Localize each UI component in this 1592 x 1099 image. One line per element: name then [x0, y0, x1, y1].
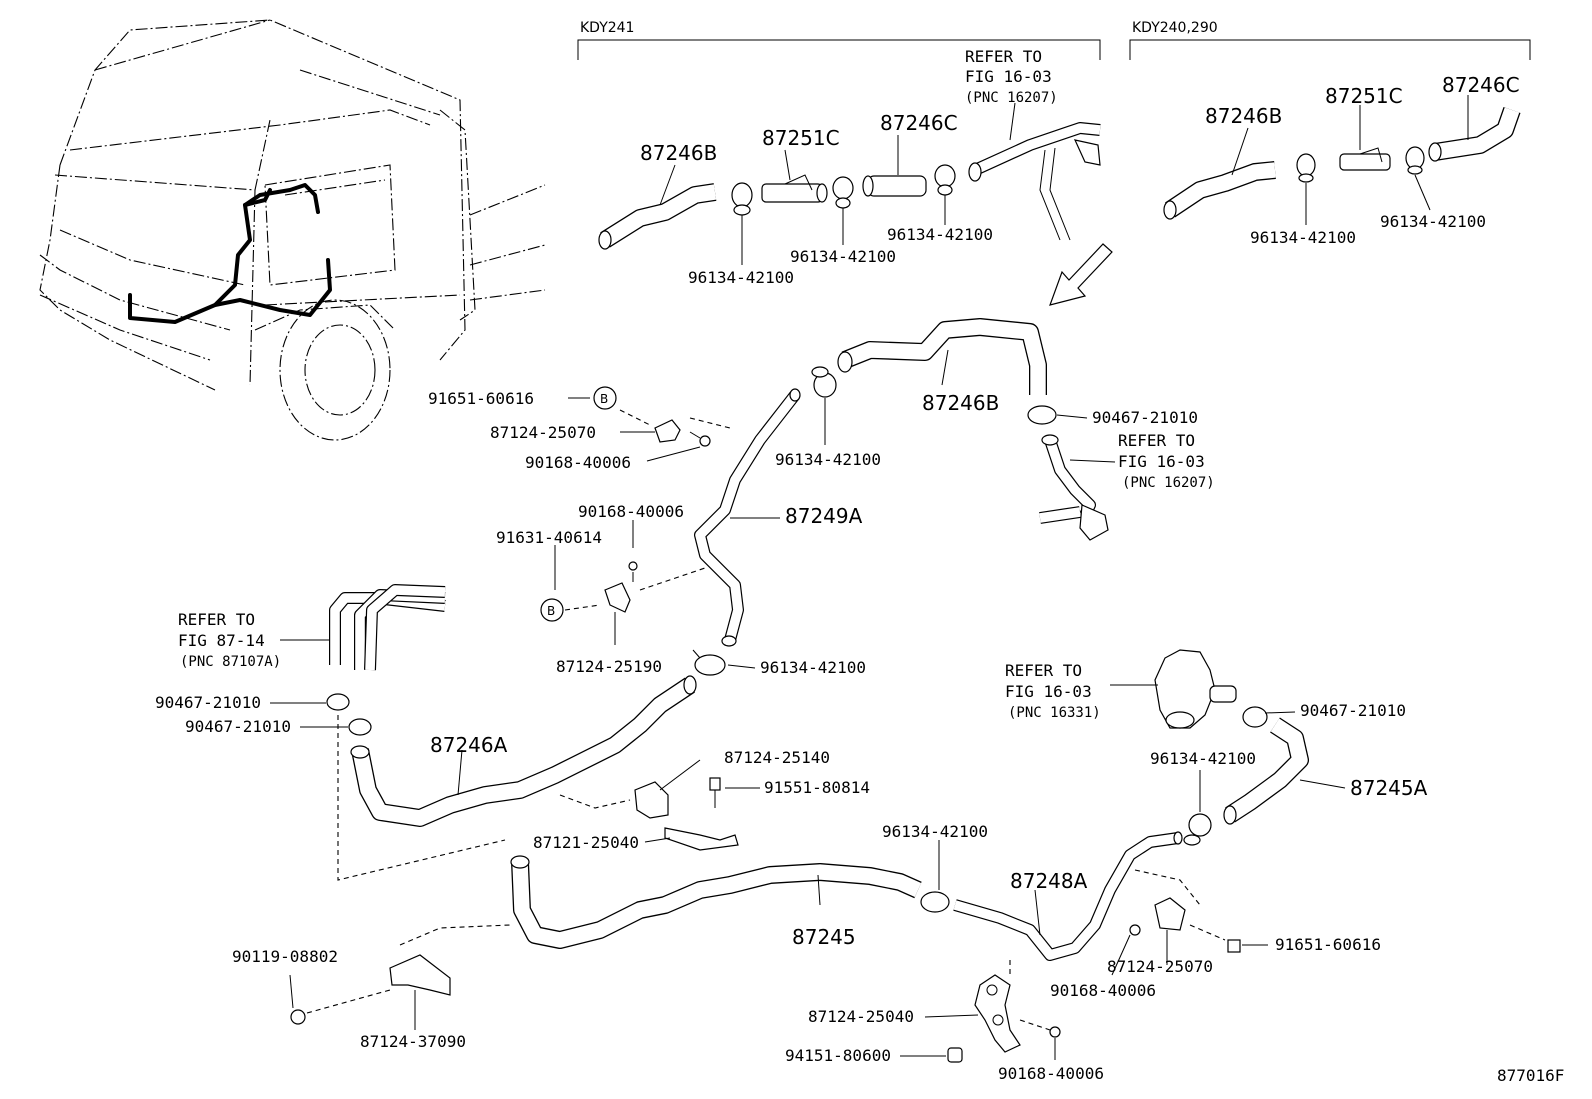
refer-3-line2: FIG 87-14: [178, 631, 265, 650]
hose-87246a: [350, 675, 760, 851]
label-90467-21010-l2: 90467-21010: [185, 717, 291, 736]
label-87245a: 87245A: [1350, 776, 1428, 800]
label-91651-60616-m: 91651-60616: [428, 389, 534, 408]
label-96134-42100-a3: 96134-42100: [887, 225, 993, 244]
label-87246b-m: 87246B: [922, 391, 999, 415]
label-87246a: 87246A: [430, 733, 508, 757]
label-96134-42100-o: 96134-42100: [882, 822, 988, 841]
label-87124-25070-m: 87124-25070: [490, 423, 596, 442]
label-96134-42100-b2: 96134-42100: [1380, 212, 1486, 231]
label-87121-25040: 87121-25040: [533, 833, 639, 852]
figure-code: 877016F: [1497, 1066, 1564, 1085]
label-87124-25140: 87124-25140: [724, 748, 830, 767]
label-90467-21010-r: 90467-21010: [1300, 701, 1406, 720]
callout-b-upper: B: [593, 386, 617, 410]
label-87246c-a: 87246C: [880, 111, 958, 135]
label-90467-21010-l1: 90467-21010: [155, 693, 261, 712]
label-87246b-a: 87246B: [640, 141, 717, 165]
label-91551-80814: 91551-80814: [764, 778, 870, 797]
model-headers: KDY241 KDY240,290: [577, 20, 1531, 60]
label-87248a: 87248A: [1010, 869, 1088, 893]
label-90168-40006-m2: 90168-40006: [578, 502, 684, 521]
refer-1-line1: REFER TO: [965, 47, 1042, 66]
label-87124-25070-o: 87124-25070: [1107, 957, 1213, 976]
refer-2-line3: (PNC 16207): [1122, 475, 1215, 491]
labels-bottom: 96134-42100 87248A 87245 90119-08802 871…: [232, 822, 1381, 1083]
label-96134-42100-a2: 96134-42100: [790, 247, 896, 266]
labels-top-kdy241: 87246B 87251C 87246C 96134-42100 96134-4…: [640, 47, 1058, 287]
label-96134-42100-m1: 96134-42100: [775, 450, 881, 469]
right-group: [1110, 649, 1346, 846]
label-87245: 87245: [792, 925, 856, 949]
label-96134-42100-m2: 96134-42100: [760, 658, 866, 677]
refer-4-line3: (PNC 16331): [1008, 705, 1101, 721]
refer-2-line1: REFER TO: [1118, 431, 1195, 450]
callout-b-lower-text: B: [547, 604, 555, 618]
label-87249a: 87249A: [785, 504, 863, 528]
labels-top-kdy240: 87246B 87251C 87246C 96134-42100 96134-4…: [1205, 73, 1520, 247]
label-87251c-b: 87251C: [1325, 84, 1403, 108]
labels-left: REFER TO FIG 87-14 (PNC 87107A) 90467-21…: [155, 610, 870, 852]
refer-1-line2: FIG 16-03: [965, 67, 1052, 86]
direction-arrow: [1049, 243, 1113, 306]
labels-right: REFER TO FIG 16-03 (PNC 16331) 90467-210…: [1005, 661, 1428, 800]
label-90119-08802: 90119-08802: [232, 947, 338, 966]
label-87246b-b: 87246B: [1205, 104, 1282, 128]
label-90168-40006-o2: 90168-40006: [1050, 981, 1156, 1000]
label-96134-42100-a1: 96134-42100: [688, 268, 794, 287]
refer-2-line2: FIG 16-03: [1118, 452, 1205, 471]
label-90467-21010-m: 90467-21010: [1092, 408, 1198, 427]
label-87246c-b: 87246C: [1442, 73, 1520, 97]
heater-pipes-left: [270, 584, 506, 881]
refer-1-line3: (PNC 16207): [965, 90, 1058, 106]
label-96134-42100-b1: 96134-42100: [1250, 228, 1356, 247]
callout-b-lower: B: [540, 598, 564, 622]
bottom-hoses: [289, 831, 1268, 1063]
callout-b-upper-text: B: [600, 392, 608, 406]
label-90168-40006-o1: 90168-40006: [998, 1064, 1104, 1083]
label-94151-80600: 94151-80600: [785, 1046, 891, 1065]
label-96134-42100-r: 96134-42100: [1150, 749, 1256, 768]
label-87124-25190: 87124-25190: [556, 657, 662, 676]
refer-4-line2: FIG 16-03: [1005, 682, 1092, 701]
label-87251c-a: 87251C: [762, 126, 840, 150]
kdy241-top-group: [598, 102, 1101, 265]
middle-group: [554, 318, 1116, 676]
labels-middle: 87246B 96134-42100 90467-21010 REFER TO …: [428, 389, 1215, 677]
label-87124-25040-o: 87124-25040: [808, 1007, 914, 1026]
label-91631-40614: 91631-40614: [496, 528, 602, 547]
refer-3-line3: (PNC 87107A): [180, 654, 281, 670]
header-kdy241: KDY241: [580, 20, 634, 36]
kdy240-top-group: [1163, 95, 1521, 225]
label-91651-60616-o: 91651-60616: [1275, 935, 1381, 954]
header-kdy240-290: KDY240,290: [1132, 20, 1218, 36]
label-87124-37090: 87124-37090: [360, 1032, 466, 1051]
vehicle-outline: [39, 19, 546, 441]
label-90168-40006-m1: 90168-40006: [525, 453, 631, 472]
refer-3-line1: REFER TO: [178, 610, 255, 629]
refer-4-line1: REFER TO: [1005, 661, 1082, 680]
